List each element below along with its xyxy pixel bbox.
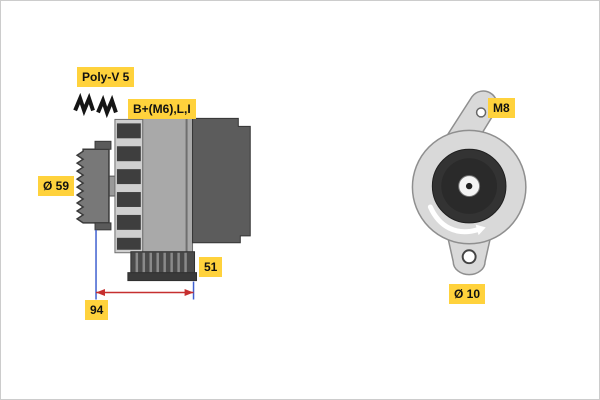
pulley-diameter-label: Ø 59 (38, 176, 75, 196)
hole-diameter-label: Ø 10 (449, 284, 486, 304)
pulley-hub-bottom (94, 222, 112, 231)
rear-view (411, 90, 527, 276)
stator-body (142, 117, 194, 254)
belt-type-label: Poly-V 5 (77, 67, 135, 87)
rotor-face (431, 148, 507, 224)
dimension-line-94 (96, 289, 194, 297)
mount-span-dimension-label: 94 (85, 300, 109, 320)
rear-housing (192, 117, 251, 244)
belt-profile-mark-icon (96, 94, 118, 119)
length-dimension-label: 51 (199, 257, 223, 277)
terminal-label: B+(M6),L,I (128, 99, 196, 119)
mounting-foot (127, 251, 198, 282)
side-view (73, 92, 251, 300)
belt-profile-mark-icon (73, 92, 95, 117)
rotation-direction-arrow-icon (427, 204, 486, 236)
top-ear-hole (475, 107, 487, 118)
front-bracket (114, 118, 144, 254)
bottom-ear-hole (461, 249, 477, 265)
thread-size-label: M8 (488, 98, 515, 118)
pulley-hub-top (94, 140, 112, 150)
pulley (75, 148, 110, 224)
